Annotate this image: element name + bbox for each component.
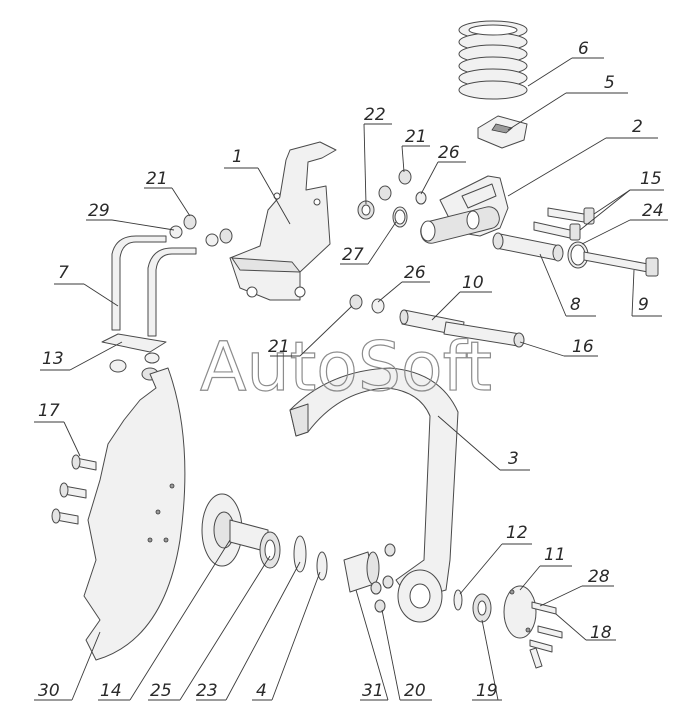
callout-23: 23	[196, 681, 218, 701]
u-bolt-7-part	[111, 235, 197, 337]
spring-seat-part	[477, 115, 528, 149]
callout-2: 2	[632, 117, 643, 137]
callout-22: 22	[364, 105, 386, 125]
arm-3-part	[289, 367, 459, 623]
callout-12: 12	[506, 523, 528, 543]
callout-10: 10	[462, 273, 484, 293]
callout-6: 6	[578, 39, 589, 59]
washer-26-middle-part	[371, 298, 385, 314]
nut-21-upper-part	[378, 169, 412, 201]
callout-28: 28	[588, 567, 610, 587]
callout-4: 4	[256, 681, 267, 701]
callout-15: 15	[640, 169, 662, 189]
nut-21-middle-part	[349, 294, 363, 310]
callout-27: 27	[342, 245, 364, 265]
callout-18: 18	[590, 623, 612, 643]
callout-30: 30	[38, 681, 60, 701]
ring-12-part	[453, 589, 463, 611]
callout-26-top: 26	[438, 143, 460, 163]
nut-22-part	[357, 200, 375, 220]
bolt-17-parts	[51, 454, 97, 525]
ring-23-part	[293, 535, 307, 573]
callout-26-middle: 26	[404, 263, 426, 283]
hub-14-part	[201, 493, 269, 567]
callout-25: 25	[150, 681, 172, 701]
bracket-1-part	[229, 141, 337, 301]
bolt-15-parts	[533, 207, 595, 241]
callout-16: 16	[572, 337, 594, 357]
callout-7: 7	[58, 263, 69, 283]
nut-19-part	[472, 593, 492, 623]
callout-29: 29	[88, 201, 110, 221]
callout-21-left: 21	[146, 169, 168, 189]
watermark: AutoSoft	[200, 328, 492, 407]
callout-21-middle: 21	[268, 337, 290, 357]
callout-24: 24	[642, 201, 664, 221]
callout-19: 19	[476, 681, 498, 701]
bolt-18-parts	[529, 601, 563, 669]
cap-11-part	[503, 585, 537, 639]
nut-20-parts	[370, 543, 396, 613]
callout-1: 1	[232, 147, 243, 167]
callout-21-top: 21	[405, 127, 427, 147]
callout-9: 9	[638, 295, 649, 315]
callout-3: 3	[508, 449, 519, 469]
spring-part	[458, 20, 528, 100]
callout-17: 17	[38, 401, 60, 421]
callout-13: 13	[42, 349, 64, 369]
washer-26-upper-part	[415, 191, 427, 205]
tube-16-part	[443, 321, 525, 348]
callout-11: 11	[544, 545, 566, 565]
disc-blade-30-part	[83, 367, 186, 661]
hinge-bracket-part	[420, 175, 509, 244]
nut-21-left-part	[169, 214, 233, 247]
callout-14: 14	[100, 681, 122, 701]
callout-31: 31	[362, 681, 384, 701]
callout-20: 20	[404, 681, 426, 701]
bearing-25-part	[259, 531, 281, 569]
pin-8-part	[492, 232, 564, 262]
callout-5: 5	[604, 73, 615, 93]
bolt-9-part	[583, 251, 659, 277]
callout-8: 8	[570, 295, 581, 315]
